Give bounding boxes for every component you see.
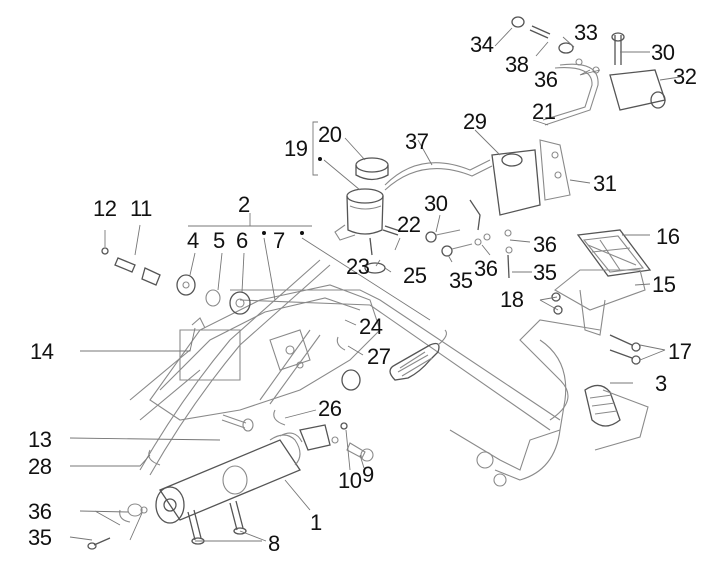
part-label-12: 12	[93, 196, 117, 221]
part-label-31: 31	[593, 171, 617, 196]
part-label-32: 32	[673, 64, 697, 89]
part-label-15: 15	[652, 272, 676, 297]
part-label-2: 2	[238, 192, 250, 217]
fittings	[511, 16, 600, 74]
part-label-10: 10	[338, 468, 362, 493]
part-label-22: 22	[397, 212, 421, 237]
part-label-36-left: 36	[28, 499, 52, 524]
part-label-28: 28	[28, 454, 52, 479]
brake-pedal-frame	[129, 284, 601, 487]
part-label-16: 16	[656, 224, 680, 249]
pin-9	[340, 422, 374, 462]
part-label-34: 34	[470, 32, 494, 57]
part-label-3: 3	[655, 371, 667, 396]
brake-light-switch	[101, 247, 161, 286]
part-label-19: 19	[284, 136, 308, 161]
part-label-35-bottom: 35	[28, 525, 52, 550]
part-label-30-top: 30	[651, 40, 675, 65]
junction-block	[609, 32, 666, 111]
part-label-14: 14	[30, 339, 54, 364]
rubber-boot	[584, 384, 649, 451]
footrest	[551, 229, 652, 365]
part-label-21: 21	[532, 99, 556, 124]
part-label-36-right: 36	[533, 232, 557, 257]
clips	[87, 336, 361, 550]
part-label-11: 11	[130, 196, 152, 221]
part-label-4: 4	[187, 228, 199, 253]
brake-rod	[139, 259, 331, 476]
part-label-6: 6	[236, 228, 248, 253]
mount-hardware	[425, 199, 513, 279]
part-label-30-mid: 30	[424, 191, 448, 216]
part-label-24: 24	[359, 314, 383, 339]
part-label-9: 9	[362, 462, 374, 487]
part-label-37: 37	[405, 129, 429, 154]
part-label-26: 26	[318, 396, 342, 421]
part-label-38: 38	[505, 52, 529, 77]
part-label-5: 5	[213, 228, 225, 253]
valve-assembly	[491, 139, 571, 216]
part-label-33: 33	[574, 20, 598, 45]
return-spring	[389, 329, 447, 381]
part-label-17: 17	[668, 339, 692, 364]
part-label-18: 18	[500, 287, 524, 312]
part-label-23: 23	[346, 254, 370, 279]
part-label-25: 25	[403, 263, 427, 288]
part-label-8: 8	[268, 531, 280, 556]
part-label-13: 13	[28, 427, 52, 452]
part-label-35-left: 35	[449, 268, 473, 293]
bolts-8	[187, 500, 247, 545]
leader-lines	[69, 27, 681, 542]
group-brackets	[188, 121, 431, 321]
part-label-1: 1	[310, 510, 322, 535]
bracket-clip-14	[191, 317, 206, 329]
part-label-36-mid: 36	[474, 256, 498, 281]
brake-hose	[384, 63, 599, 191]
reservoir	[334, 157, 401, 274]
part-label-35-right: 35	[533, 260, 557, 285]
part-label-36-top: 36	[534, 67, 558, 92]
pedal-pivot-parts	[176, 274, 251, 315]
part-label-7: 7	[273, 228, 285, 253]
bolt-13	[221, 414, 254, 432]
part-label-20: 20	[318, 122, 342, 147]
part-label-29: 29	[463, 109, 487, 134]
part-label-27: 27	[367, 344, 391, 369]
master-cylinder	[155, 424, 339, 524]
